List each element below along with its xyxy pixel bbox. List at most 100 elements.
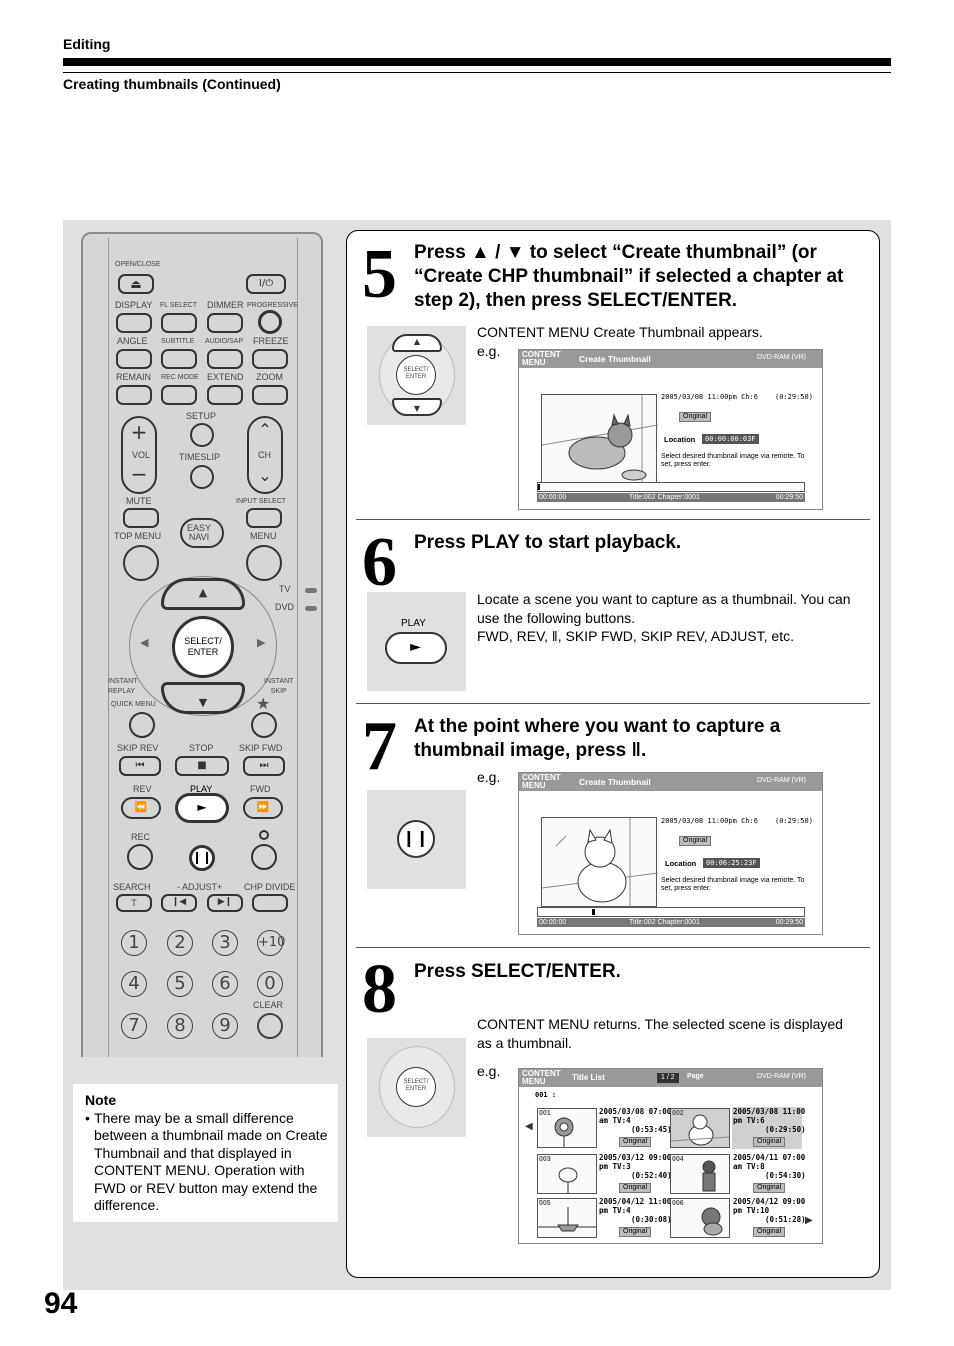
skip-rev-button: ⏮ [119, 756, 161, 776]
item-id: 001 [539, 1110, 551, 1117]
right-arrow-icon: ▶ [805, 1215, 813, 1226]
setup-label: SETUP [186, 411, 217, 421]
number-2-button: 2 [167, 930, 193, 956]
display-label: DISPLAY [115, 300, 153, 310]
instant-skip-label: INSTANT SKIP [264, 678, 294, 695]
select-enter-button [172, 616, 234, 678]
play-label: PLAY [190, 784, 213, 794]
up-triangle-icon: ▲ [413, 337, 421, 346]
fl-select-button [161, 313, 197, 333]
screen-title-bar [519, 773, 822, 791]
number-7-button: 7 [121, 1013, 147, 1039]
item-id: 002 [672, 1110, 684, 1117]
media-label: DVD-RAM (VR) [757, 1073, 806, 1080]
easy-navi-label: EASY NAVI [187, 523, 212, 542]
open-close-label: OPEN/CLOSE [115, 261, 161, 268]
right-triangle-icon: ▶ [257, 636, 266, 649]
chp-divide-label: CHP DIVIDE [244, 882, 296, 892]
search-label: SEARCH [113, 882, 151, 892]
left-arrow-icon: ◀ [525, 1121, 533, 1132]
create-thumbnail-screen-2: CONTENT MENU Create Thumbnail DVD-RAM (V… [518, 772, 823, 935]
timeline-title-chapter: Title:002 Chapter:0001 [629, 494, 700, 501]
skip-forward-icon: ⏭ [259, 760, 269, 771]
hint-text: Select desired thumbnail image via remot… [661, 877, 805, 892]
original-badge: Original [753, 1183, 786, 1193]
step-7-eg: e.g. [477, 769, 501, 785]
input-select-label: INPUT SELECT [236, 498, 287, 505]
play-button: ► [175, 793, 229, 823]
step-6-buttons: FWD, REV, ‖, SKIP FWD, SKIP REV, ADJUST,… [477, 628, 794, 644]
zoom-label: ZOOM [256, 372, 283, 382]
dimmer-label: DIMMER [207, 300, 244, 310]
rec-indicator [259, 830, 269, 840]
clear-button [257, 1013, 283, 1039]
section-title: Editing [63, 36, 111, 52]
adjust-label: - ADJUST+ [177, 882, 223, 892]
page-label: Page [687, 1073, 704, 1080]
content-menu-logo: CONTENT MENU [522, 350, 561, 367]
original-badge: Original [753, 1227, 786, 1237]
fl-select-label: FL SELECT [160, 302, 198, 309]
step-5-title: Press ▲ / ▼ to select “Create thumbnail”… [414, 242, 844, 311]
rev-label: REV [133, 784, 152, 794]
skip-back-icon: ⏮ [135, 760, 145, 771]
down-triangle-icon: ▼ [198, 696, 208, 709]
original-badge: Original [679, 412, 712, 422]
step-8-button-illustration: SELECT/ ENTER [367, 1038, 466, 1137]
eject-icon: ⏏ [130, 277, 142, 291]
extend-label: EXTEND [207, 372, 244, 382]
step-8-eg: e.g. [477, 1063, 501, 1079]
angle-button [116, 349, 152, 369]
plus-icon: + [130, 420, 148, 444]
pause-button: ❙❙ [397, 820, 435, 858]
recording-datetime: 2005/03/08 11:00pm Ch:6 [661, 817, 758, 825]
minus-icon: − [130, 462, 148, 486]
rec-button [127, 844, 153, 870]
chp-divide-button [252, 894, 288, 912]
subtitle-button [161, 349, 197, 369]
search-button: T [116, 894, 152, 912]
bird-illustration [558, 1167, 578, 1193]
progressive-label: PROGRESSIVE [247, 302, 298, 309]
open-close-button: ⏏ [118, 274, 154, 294]
item-id: 005 [539, 1200, 551, 1207]
note-box: Note There may be a small difference bet… [73, 1084, 338, 1222]
original-badge: Original [619, 1227, 652, 1237]
step-divider [356, 703, 870, 704]
power-button: I/⏻ [246, 274, 286, 294]
timeslip-button [190, 465, 214, 489]
number-9-button: 9 [212, 1013, 238, 1039]
top-menu-button [123, 545, 159, 581]
item-datetime: 2005/03/12 09:00 [599, 1153, 672, 1162]
location-label: Location [664, 435, 696, 444]
step-5-button-illustration: ▲ ▼ SELECT/ ENTER [367, 326, 466, 425]
item-channel: pm TV:6 [733, 1116, 765, 1125]
item-datetime: 2005/03/08 07:00 [599, 1107, 672, 1116]
select-enter-label: SELECT/ ENTER [403, 1079, 429, 1092]
step-8-text: CONTENT MENU returns. The selected scene… [477, 1016, 843, 1051]
step-divider [356, 947, 870, 948]
number-3-button: 3 [212, 930, 238, 956]
timeline-marker [592, 909, 595, 915]
extend-button [207, 385, 243, 405]
down-arrow-button: ▼ [392, 398, 442, 416]
thumbnail-003 [537, 1154, 597, 1194]
skip-fwd-label: SKIP FWD [239, 743, 283, 753]
boat-illustration [538, 1207, 596, 1232]
down-triangle-icon: ▼ [413, 404, 421, 413]
original-badge: Original [679, 836, 712, 846]
down-arrow-button: ▼ [161, 682, 245, 714]
channel-rocker [247, 416, 283, 494]
chevron-up-icon: ⌃ [258, 420, 272, 439]
play-label: PLAY [401, 618, 426, 629]
note-text: There may be a small difference between … [85, 1110, 332, 1215]
up-arrow-button: ▲ [392, 334, 442, 352]
recording-duration: (0:29:50) [775, 393, 813, 401]
header-rule-thick [63, 58, 891, 66]
frame-back-icon: ❙◀ [171, 897, 187, 907]
instant-replay-label: INSTANT REPLAY [108, 678, 138, 695]
number-6-button: 6 [212, 971, 238, 997]
note-title: Note [85, 1092, 117, 1108]
timeline-end: 00:29:50 [775, 494, 803, 501]
fwd-button: ⏩ [243, 797, 283, 819]
